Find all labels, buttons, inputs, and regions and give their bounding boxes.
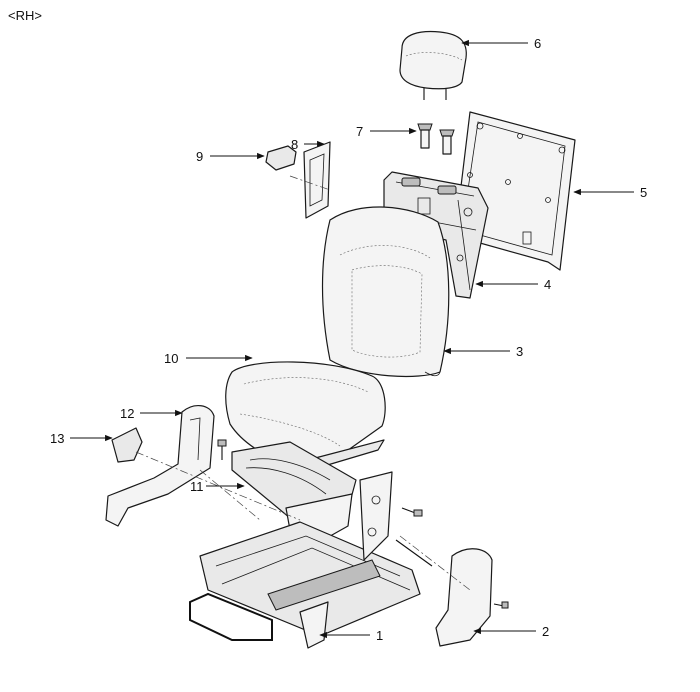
alignment-lines: [135, 175, 471, 591]
part-8-side-cover: [303, 141, 331, 219]
callout-8: 8: [291, 137, 325, 152]
callout-2: 2: [473, 624, 549, 639]
callout-12: 12: [120, 406, 183, 421]
callout-label-7: 7: [356, 124, 363, 139]
part-3-back-cushion: [321, 206, 450, 378]
callout-label-12: 12: [120, 406, 134, 421]
callout-11: 11: [190, 479, 245, 494]
callout-9: 9: [196, 149, 265, 164]
callout-label-2: 2: [542, 624, 549, 639]
callout-5: 5: [573, 185, 647, 200]
part-6-headrest: [399, 30, 467, 100]
callout-10: 10: [164, 351, 253, 366]
callout-4: 4: [475, 277, 551, 292]
part-7-headrest-guides: [417, 123, 455, 155]
callout-label-6: 6: [534, 36, 541, 51]
callout-label-9: 9: [196, 149, 203, 164]
callout-label-1: 1: [376, 628, 383, 643]
corner-tag: <RH>: [8, 8, 42, 23]
callout-label-13: 13: [50, 431, 64, 446]
part-9-knob: [265, 145, 297, 171]
part-12-side-trim: [105, 405, 215, 527]
callout-label-11: 11: [190, 479, 204, 494]
callout-7: 7: [356, 124, 417, 139]
part-1-seat-frame: [189, 439, 433, 649]
callout-label-4: 4: [544, 277, 551, 292]
callout-13: 13: [50, 431, 113, 446]
part-13-cover: [111, 427, 143, 463]
callout-1: 1: [319, 628, 383, 643]
callout-label-5: 5: [640, 185, 647, 200]
callout-label-8: 8: [291, 137, 298, 152]
part-2-side-shield: [435, 548, 509, 647]
callout-3: 3: [443, 344, 523, 359]
callout-label-3: 3: [516, 344, 523, 359]
callout-label-10: 10: [164, 351, 178, 366]
callout-6: 6: [461, 36, 541, 51]
